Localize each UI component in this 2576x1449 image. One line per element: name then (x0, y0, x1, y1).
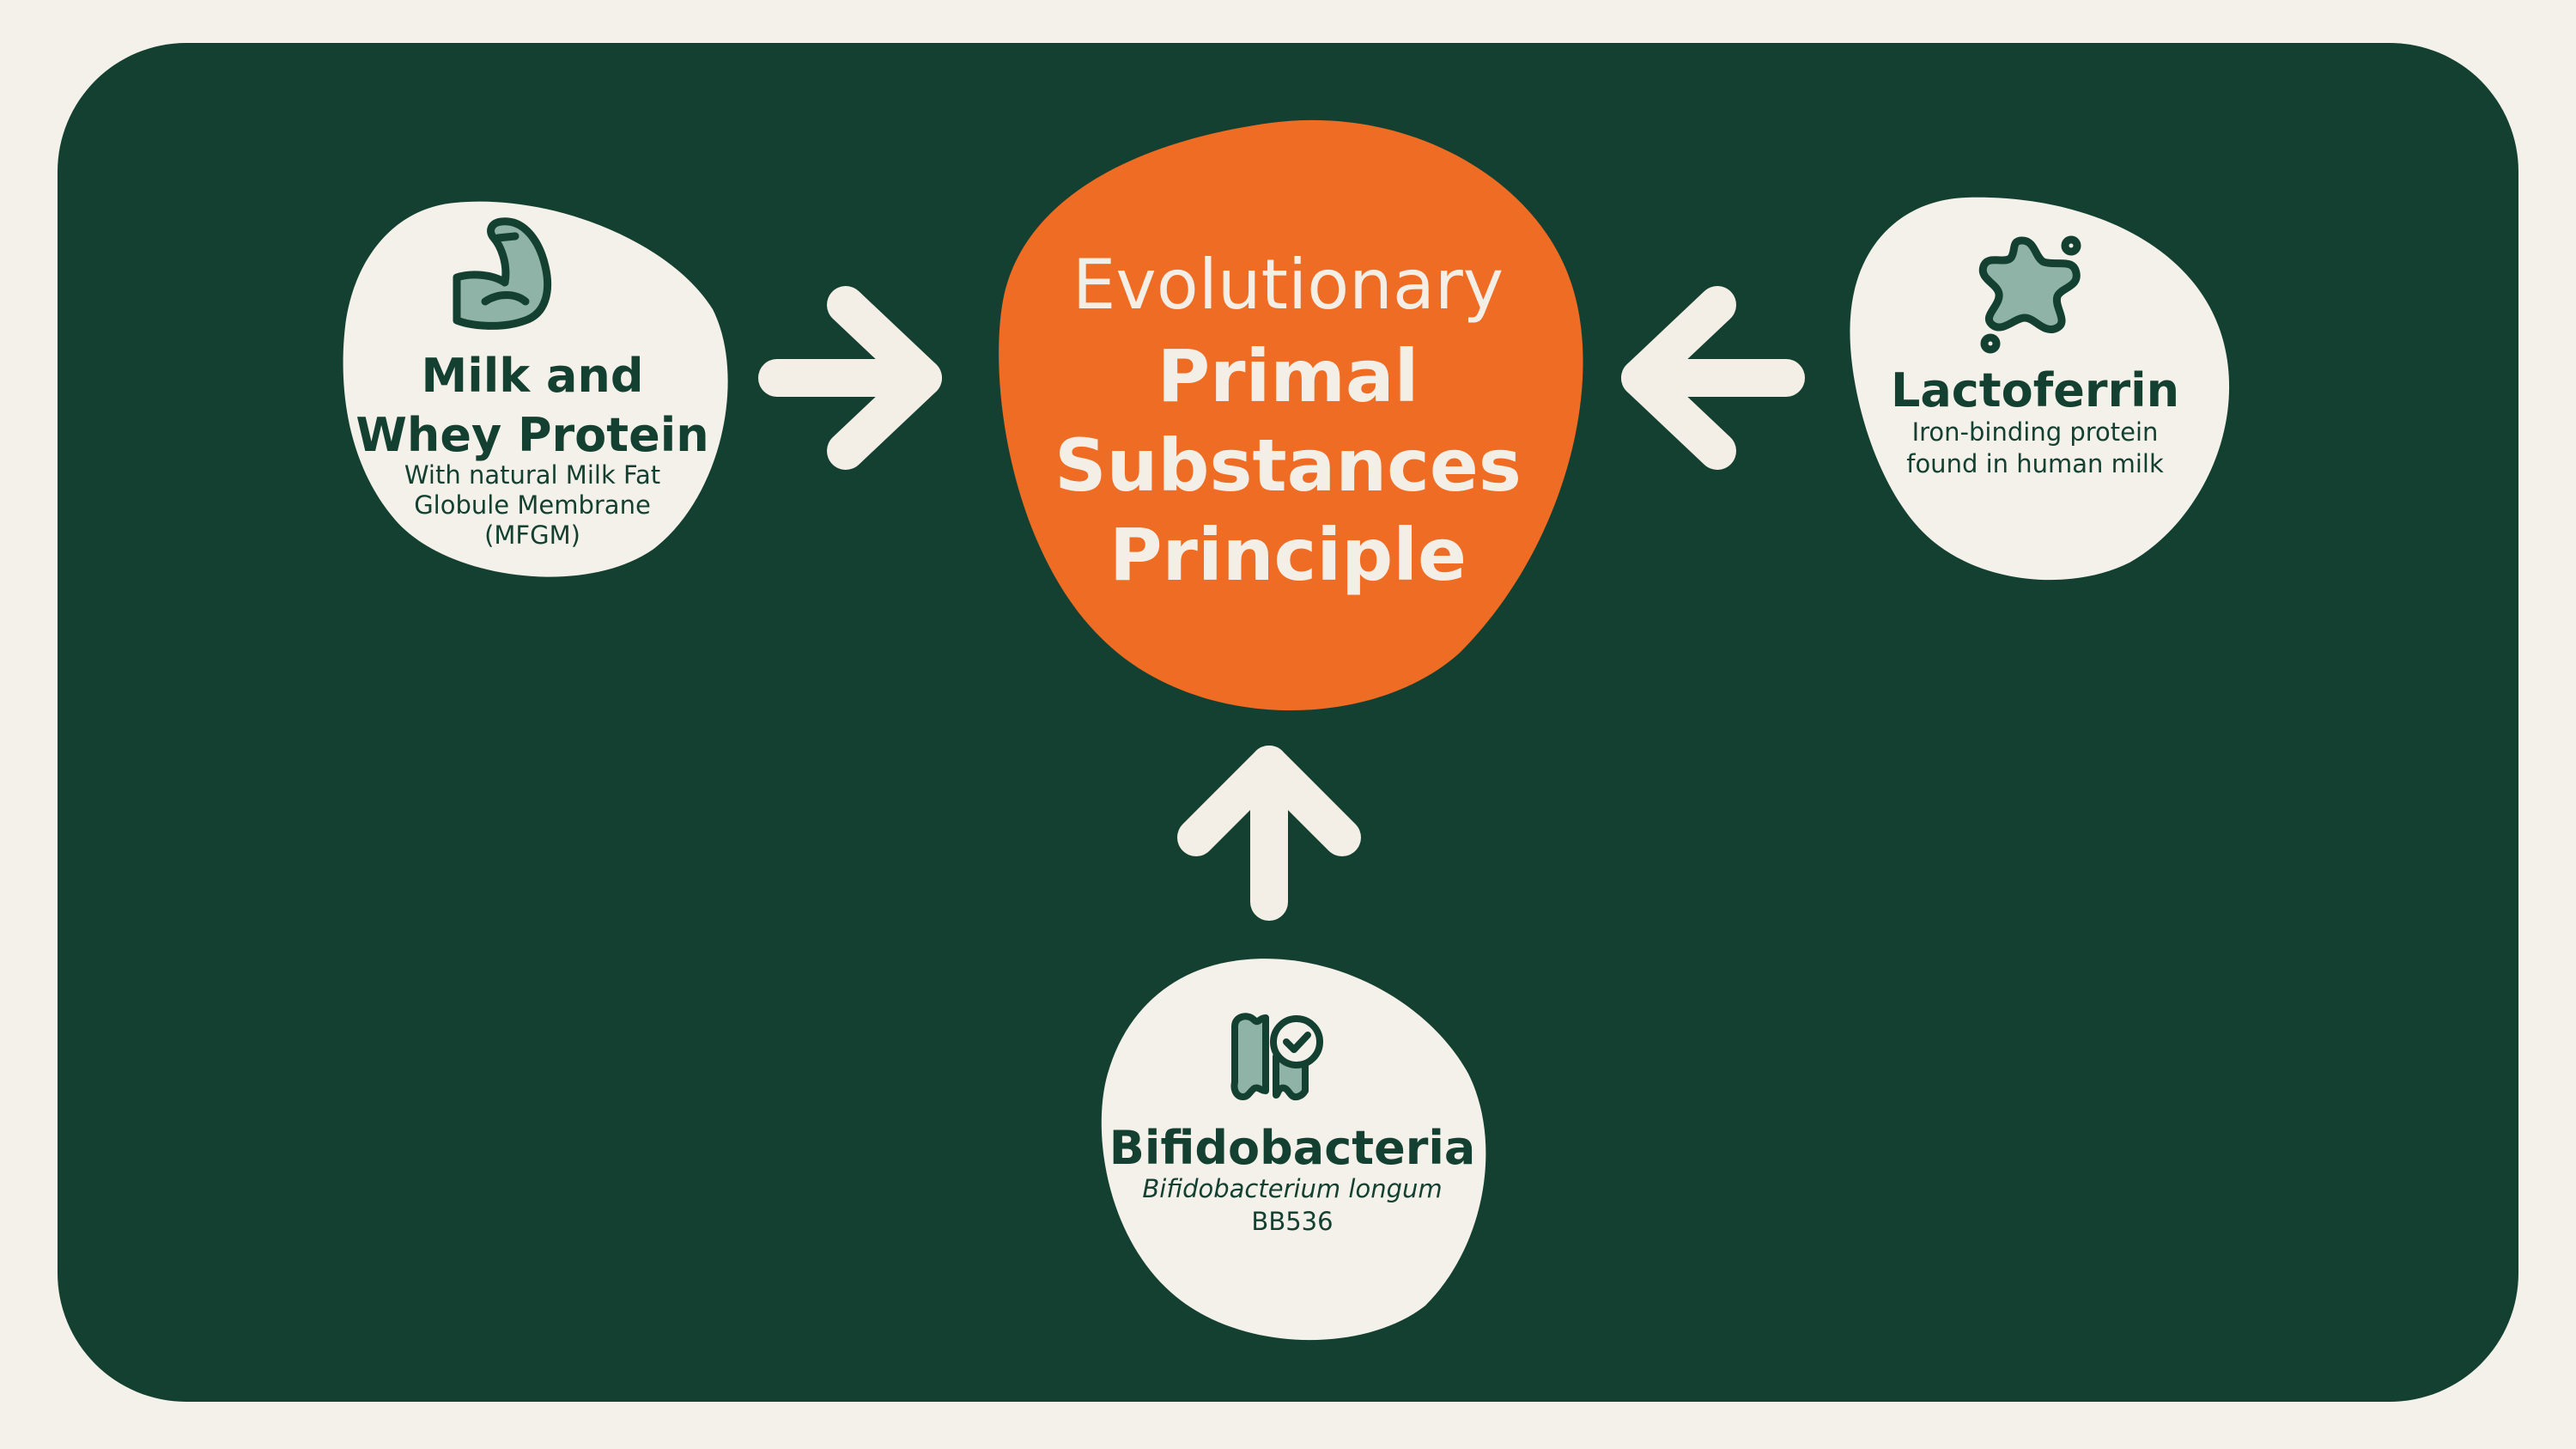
milk-node-sub-line1: With natural Milk Fat (404, 460, 661, 490)
arrow-up (1177, 746, 1361, 921)
lactoferrin-node-title: Lactoferrin (1890, 363, 2180, 417)
bifido-node-title: Bifidobacteria (1109, 1121, 1476, 1175)
lactoferrin-node-sub-line2: found in human milk (1906, 449, 2164, 478)
milk-node-blob (343, 201, 728, 577)
milk-node-sub-line2: Globule Membrane (414, 490, 651, 520)
center-title-line4: Principle (1109, 513, 1467, 597)
center-title-line2: Primal (1157, 334, 1419, 418)
arrow-left (1621, 286, 1805, 470)
lactoferrin-node-sub-line1: Iron-binding protein (1911, 417, 2159, 447)
milk-node-title-line1: Milk and (421, 349, 644, 403)
bifido-node-sub-line2: BB536 (1251, 1207, 1334, 1236)
intestine-check-icon (1230, 1013, 1323, 1101)
center-blob (999, 119, 1583, 711)
bifido-node-blob (1101, 959, 1486, 1341)
arrow-right (758, 286, 942, 470)
bifido-node-sub-italic: Bifidobacterium longum (1142, 1174, 1443, 1203)
milk-node-title-line2: Whey Protein (355, 408, 709, 462)
molecule-icon (1978, 235, 2081, 354)
lactoferrin-node-blob (1850, 197, 2230, 581)
milk-node-sub-line3: (MFGM) (484, 521, 580, 550)
center-title-line1: Evolutionary (1072, 245, 1504, 325)
center-title-line3: Substances (1054, 423, 1522, 508)
flexed-arm-icon (453, 217, 552, 330)
